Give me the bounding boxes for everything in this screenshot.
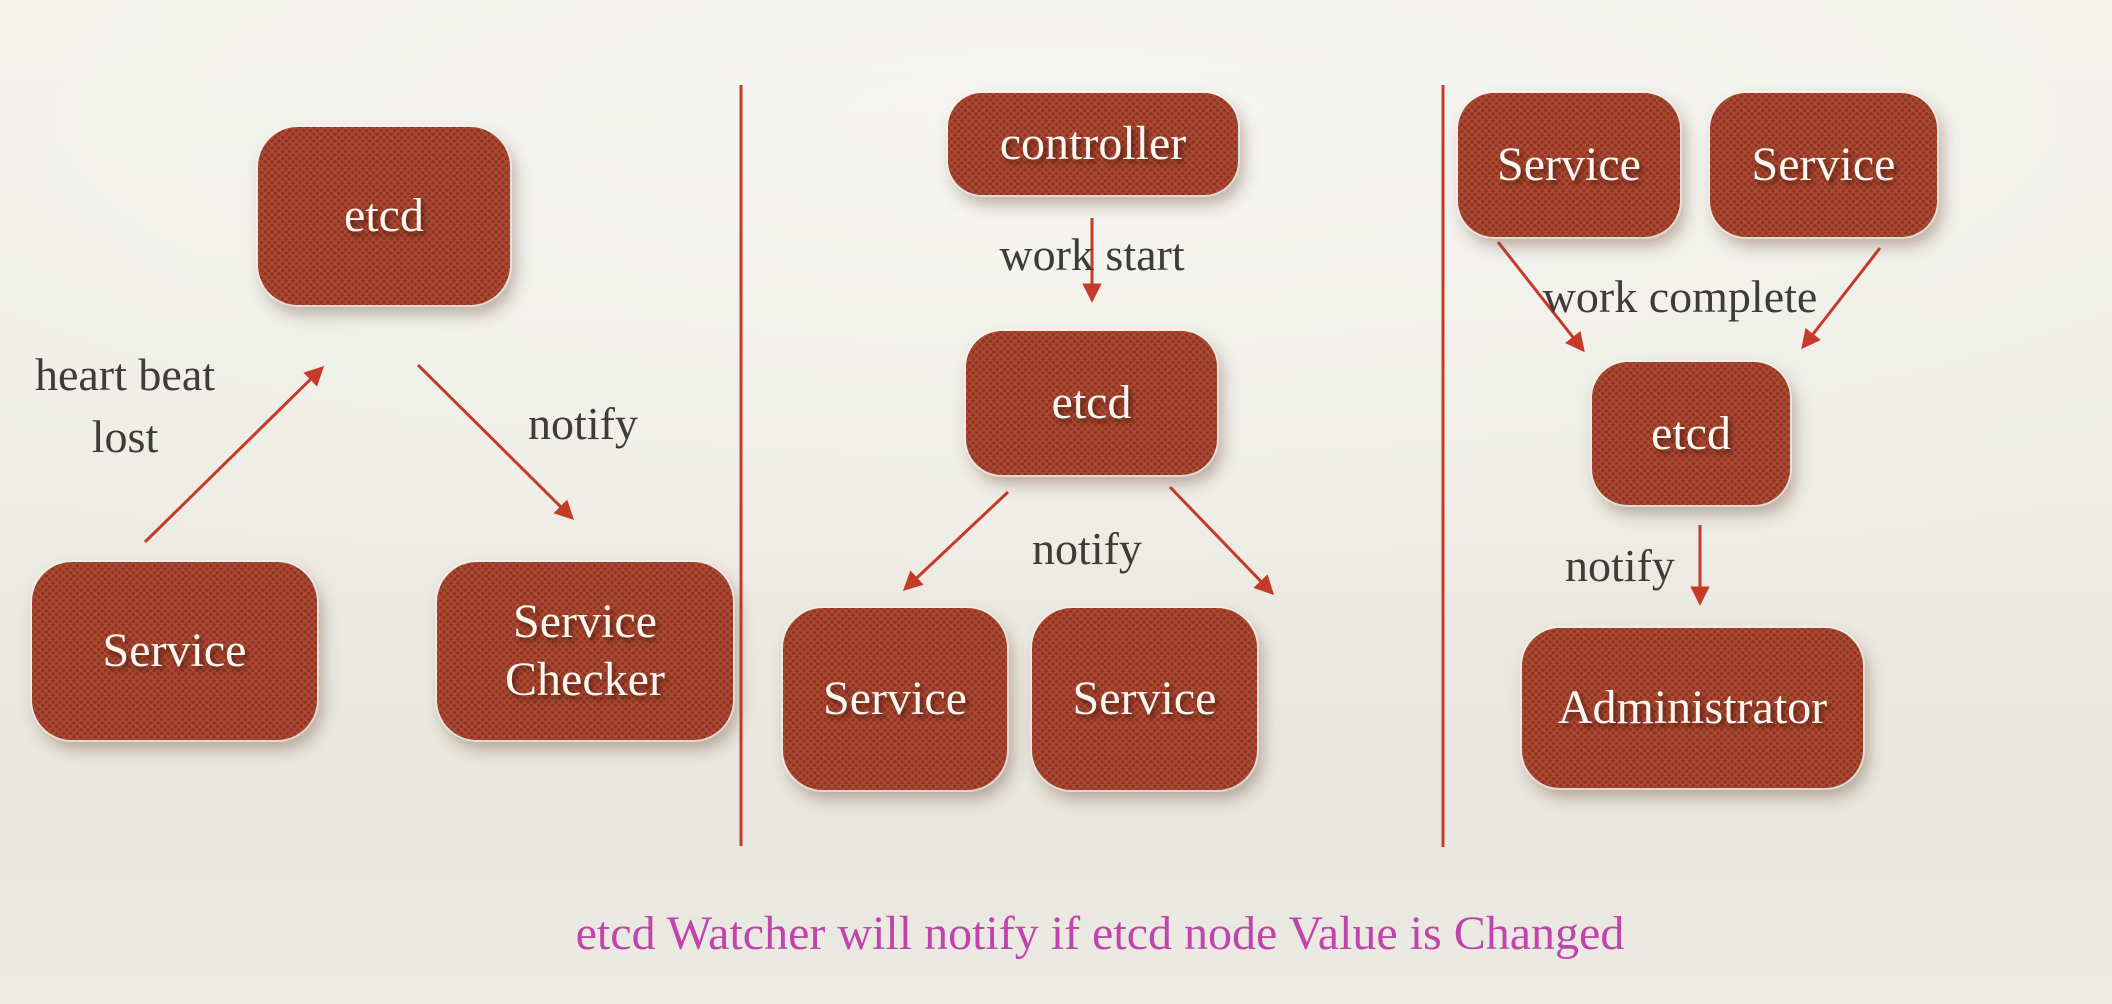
node-label: Service (1497, 138, 1641, 192)
arrow-notify-to-service-left (902, 490, 1010, 592)
node-service-heartbeat-panel: Service (32, 562, 317, 740)
node-label: Service (823, 672, 967, 726)
node-label: Service (102, 624, 247, 678)
node-label: Service (1072, 672, 1217, 726)
caption: etcd Watcher will notify if etcd node Va… (575, 907, 1625, 960)
node-label: controller (999, 117, 1187, 171)
node-administrator: Administrator (1522, 628, 1863, 788)
node-service-right-workcomplete-panel: Service (1710, 93, 1937, 237)
node-service-right-workstart-panel: Service (1032, 608, 1257, 790)
node-label: etcd (1651, 406, 1731, 460)
edge-label-notify-middle-panel: notify (1032, 523, 1142, 574)
edge-label-work-start: work start (999, 229, 1185, 280)
edge-label-work-complete: work complete (1542, 271, 1818, 322)
edge-label-heart-beat-lost: heart beat lost (34, 349, 216, 463)
edge-label-notify-right-panel: notify (1565, 540, 1675, 591)
arrow-heart-beat-lost (143, 365, 325, 544)
arrow-work-complete-right (1801, 247, 1882, 350)
node-label: etcd (344, 189, 424, 243)
node-etcd-workstart-panel: etcd (966, 331, 1217, 475)
node-service-left-workstart-panel: Service (783, 608, 1007, 790)
node-controller: controller (948, 93, 1238, 195)
arrow-notify-to-service-checker (416, 363, 575, 521)
node-label: Administrator (1557, 681, 1828, 735)
node-etcd-workcomplete-panel: etcd (1592, 362, 1790, 505)
node-label: Service Checker (505, 595, 665, 706)
edge-label-notify-left-panel: notify (528, 398, 638, 449)
node-label: Service (1751, 138, 1896, 192)
arrow-work-complete-left (1496, 241, 1585, 353)
node-service-checker: Service Checker (437, 562, 733, 740)
node-label: etcd (1051, 376, 1132, 430)
node-service-left-workcomplete-panel: Service (1458, 93, 1680, 237)
arrow-notify-to-service-right (1168, 485, 1275, 596)
node-etcd-heartbeat-panel: etcd (258, 127, 510, 305)
